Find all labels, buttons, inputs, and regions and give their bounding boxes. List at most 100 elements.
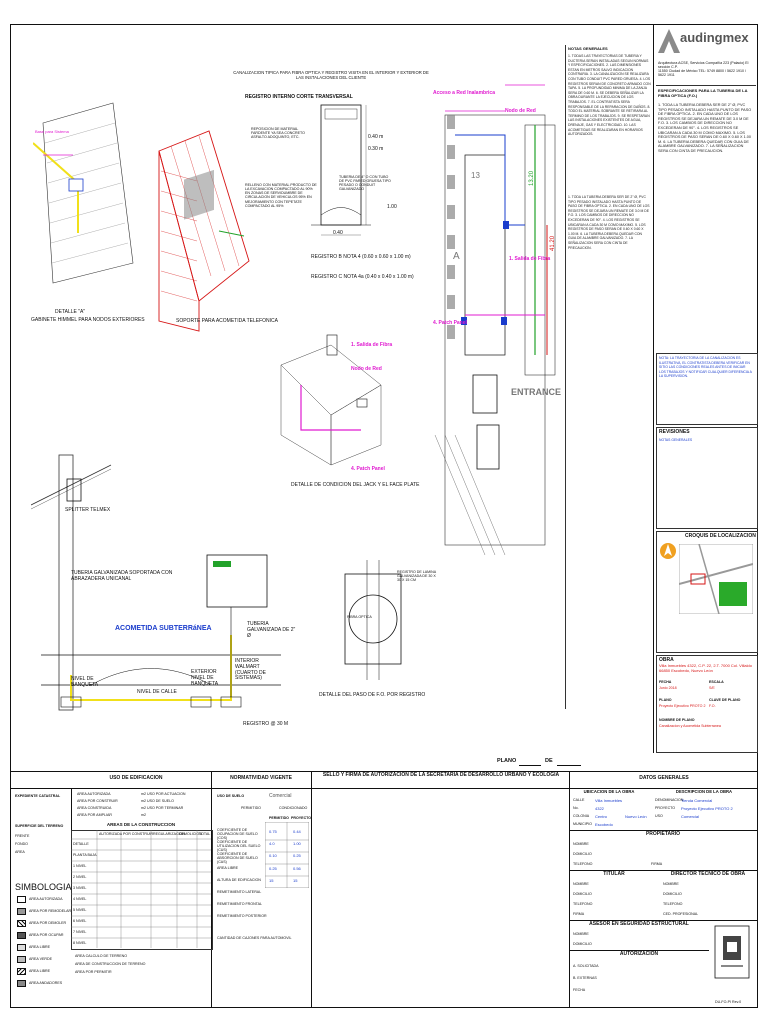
norm-val-0: 0.75	[269, 829, 277, 834]
detalle-condicion-label: DETALLE DE CONDICION DEL JACK Y EL FACE …	[291, 482, 420, 488]
titular-header: TITULAR	[603, 871, 625, 877]
row-4: 3 NIVEL	[73, 886, 87, 890]
logo-line-1: Arquitectura ACSE, Servicios Compañía 22…	[658, 61, 749, 70]
obra-val: Villa Inmuebles 4322, C.P. 22, 2.T. 7000…	[659, 663, 752, 673]
ubic-row-2: COLONIA	[573, 814, 590, 818]
norm-row-7: REMETIMIENTO POSTERIOR	[217, 914, 267, 918]
registro-c-label: REGISTRO C NOTA 4a (0.40 x 0.40 x 1.00 m…	[311, 274, 414, 280]
jack-faceplate-drawing	[280, 334, 382, 466]
normatividad-header: NORMATIVIDAD VIGENTE	[230, 775, 292, 781]
registro-b-label: REGISTRO B NOTA 4 (0.60 x 0.60 x 1.00 m)	[311, 254, 411, 260]
registro-interno-label: REGISTRO INTERNO CORTE TRANSVERSAL	[245, 94, 353, 100]
expediente-label: EXPEDIENTE CATASTRAL	[15, 794, 61, 798]
permitido-label: PERMITIDO	[241, 806, 261, 810]
revisiones-box: REVISIONES NOTAS GENERALES	[656, 427, 758, 529]
col-4: TOTAL	[199, 832, 211, 836]
legend-1: AREA POR REMODELAR	[29, 909, 72, 913]
legend-4: AREA LIBRE	[29, 945, 50, 949]
fecha-label: FECHA	[659, 680, 672, 684]
proj-val-3: 0.56	[293, 866, 301, 871]
registro-30-label: REGISTRO @ 30 M	[243, 721, 289, 727]
specs-text: 1. TODA LA TUBERIA DEBERA SER DE 2" Ø, P…	[658, 103, 752, 153]
estado-val: Nuevo León	[625, 814, 647, 819]
row-6: 5 NIVEL	[73, 908, 87, 912]
norm-val-3: 0.25	[269, 866, 277, 871]
dir-row-2: TELEFONO	[663, 902, 683, 906]
sello-header: SELLO Y FIRMA DE AUTORIZACION DE LA SECR…	[322, 772, 560, 778]
clave-label: CLAVE DE PLANO	[709, 698, 741, 702]
desc-row-1: PROYECTO	[655, 806, 676, 810]
legend-5: AREA VERDE	[29, 957, 52, 961]
legend-2: AREA POR DEMOLER	[29, 921, 67, 925]
escala-label: ESCALA	[709, 680, 724, 684]
tit-row-0: NOMBRE	[573, 882, 589, 886]
tit-row-3: FIRMA	[573, 912, 585, 916]
col-2: REGULARIZACION	[153, 832, 185, 836]
norm-val-4: 15	[269, 878, 274, 883]
row-9: 8 NIVEL	[73, 941, 87, 945]
ubic-row-3: MUNICIPIO	[573, 822, 592, 826]
tuberia-galv-label: TUBERIA GALVANIZADA SOPORTADA CON ABRAZA…	[71, 570, 173, 582]
total-0: AREA CALCULO DE TERRENO	[75, 954, 128, 958]
norm-val-1: 4.0	[269, 841, 275, 846]
ubic-val-2: Centro	[595, 814, 608, 819]
norm-row-5: REMETIMIENTO LATERAL	[217, 890, 262, 894]
jack-label-2: Nodo de Red	[351, 366, 382, 372]
total-2: AREA POR PERMITIR	[75, 970, 112, 974]
areas-construccion-header: AREAS DE LA CONSTRUCCION	[106, 822, 176, 827]
area-rhs-3: m2	[141, 813, 146, 817]
tit-row-2: TELEFONO	[573, 902, 593, 906]
prop-telefono: TELEFONO	[573, 862, 593, 866]
logo-name: audingmex	[680, 30, 749, 45]
fibra-optica-label: FIBRA OPTICA	[347, 615, 372, 619]
plan-dim-a: 13.20	[529, 170, 536, 186]
location-map-icon	[679, 544, 753, 614]
uso-val: Comercial	[269, 793, 292, 799]
relleno-label: RELLENO CON MATERIAL PRODUCTO DE LA EXCA…	[245, 183, 317, 208]
dir-row-3: CED. PROFESIONAL	[663, 912, 699, 916]
escala-val: S/E	[709, 686, 715, 690]
logo-icon	[658, 29, 680, 53]
footer-code: DU-FO-PI Rev.0	[715, 1000, 742, 1004]
row-8: 7 NIVEL	[73, 930, 87, 934]
desc-val-0: Tienda Comercial	[681, 798, 713, 803]
dim-030m: 0.30 m	[368, 146, 384, 152]
gabinete-label: GABINETE HIMMEL PARA NODOS EXTERIORES	[31, 317, 145, 323]
proj-val-0: 0.44	[293, 829, 301, 834]
cajones-label: CANTIDAD DE CAJONES PARA AUTOMOVIL	[217, 936, 292, 940]
norm-row-3: AREA LIBRE	[217, 866, 238, 870]
dim-040m: 0.40 m	[368, 134, 384, 140]
plano-line-plano: PLANO	[497, 758, 517, 764]
norm-row-1: COEFICIENTE DE UTILIZACION DEL SUELO (CU…	[217, 840, 261, 853]
proj-val-1: 1.00	[293, 841, 301, 846]
norm-grid	[265, 822, 309, 888]
plan-entrance: ENTRANCE	[511, 387, 562, 397]
soporte-label: SOPORTE PARA ACOMETIDA TELEFONICA	[176, 318, 278, 324]
col-3: DEMOLICION	[179, 832, 202, 836]
asesor-header: ASESOR EN SEGURIDAD ESTRUCTURAL	[589, 921, 689, 927]
ubic-row-1: No.	[573, 806, 579, 810]
project-box: OBRA Villa Inmuebles 4322, C.P. 22, 2.T.…	[656, 655, 758, 753]
jack-label-3: 4. Patch Panel	[351, 466, 385, 472]
autorizacion-header: AUTORIZACION	[619, 951, 659, 957]
prop-nombre: NOMBRE	[573, 842, 589, 846]
north-arrow-icon	[660, 543, 676, 559]
datos-generales-header: DATOS GENERALES	[639, 775, 689, 781]
frente-label: FRENTE	[15, 834, 30, 838]
uso-edificacion-header: USO DE EDIFICACION	[109, 775, 163, 781]
auth-row-1: B. EXTERNAS	[573, 976, 597, 980]
splitter-label: SPLITTER TELMEX	[65, 507, 111, 513]
legend-7: AREA ANDADORES	[29, 981, 63, 985]
dim-100: 1.00	[387, 204, 397, 210]
note-box: NOTA: LA TRAYECTORIA DE LA CANALIZACION …	[656, 353, 758, 425]
detail-a-drawing: Base para Sistema	[33, 102, 134, 284]
col-1: POR CONSTRUIR	[123, 832, 154, 836]
desc-val-2: Comercial	[681, 814, 700, 819]
plan-dim-b: 41.20	[550, 235, 557, 251]
pole-acometida-drawing	[31, 454, 281, 711]
condicionado-label: CONDICIONADO	[279, 806, 308, 810]
specs-header: ESPECIFICACIONES PARA LA TUBERIA DE LA F…	[658, 88, 748, 98]
nombre-val: Canalizacion y Acometida Subterranea	[659, 724, 721, 728]
row-1: PLANTA BAJA	[73, 853, 97, 857]
dir-row-1: DOMICILIO	[663, 892, 682, 896]
